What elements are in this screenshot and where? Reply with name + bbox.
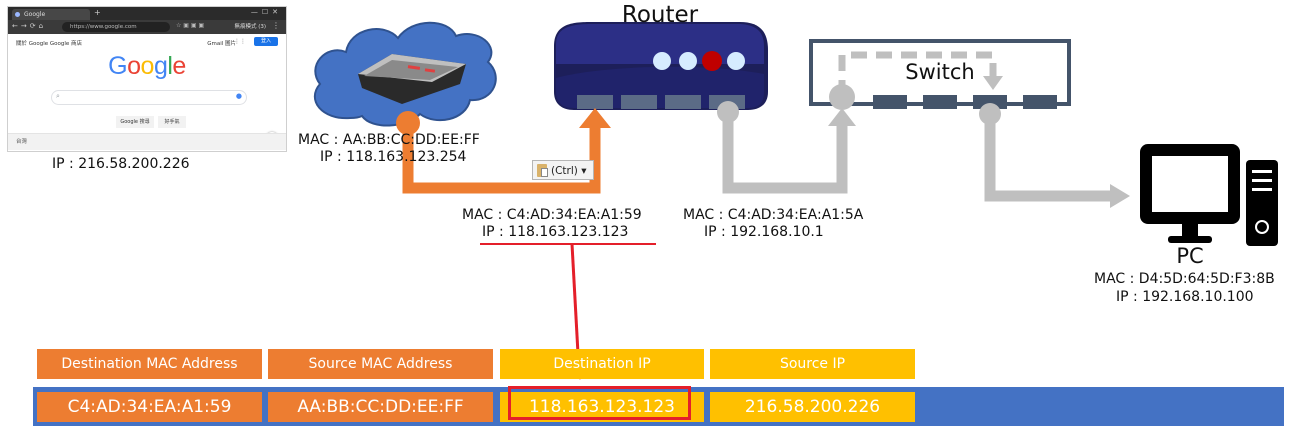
header-destination-ip: Destination IP <box>500 349 704 379</box>
new-tab-icon[interactable]: + <box>94 8 101 17</box>
microphone-icon[interactable]: ● <box>235 92 242 100</box>
router-wan-mac: MAC : C4:AD:34:EA:A1:59 <box>462 207 642 223</box>
google-logo: Google <box>108 52 186 80</box>
google-footer: 台灣 <box>8 133 286 150</box>
lucky-button[interactable]: 好手氣 <box>158 116 186 128</box>
browser-window: Google + —☐✕ ←→⟳⌂ https://www.google.com… <box>7 6 287 152</box>
switch-icon <box>809 39 1071 109</box>
value-destination-mac: C4:AD:34:EA:A1:59 <box>37 392 262 422</box>
browser-tab-bar: Google + —☐✕ <box>8 7 286 20</box>
google-search-button[interactable]: Google 搜尋 <box>116 116 154 128</box>
google-top-links-right[interactable]: Gmail 圖片 <box>207 41 236 47</box>
header-source-ip: Source IP <box>710 349 915 379</box>
router-wan-ip: IP : 118.163.123.123 <box>482 224 629 240</box>
paste-options-label: (Ctrl) ▾ <box>551 165 587 177</box>
destination-ip-highlight <box>508 386 691 420</box>
browser-tab-title: Google <box>24 11 46 18</box>
modem-ip: IP : 118.163.123.254 <box>320 149 467 165</box>
paste-options-tag[interactable]: (Ctrl) ▾ <box>532 160 594 180</box>
value-source-ip: 216.58.200.226 <box>710 392 915 422</box>
header-destination-mac: Destination MAC Address <box>37 349 262 379</box>
pc-icon <box>1140 144 1278 246</box>
apps-grid-icon[interactable]: ⋮⋮ <box>234 38 246 45</box>
nav-buttons-icon[interactable]: ←→⟳⌂ <box>12 22 47 30</box>
router-icon <box>554 22 768 110</box>
switch-title: Switch <box>905 60 975 84</box>
browser-toolbar: ←→⟳⌂ https://www.google.com ☆ ▣ ▣ ▣ 無痕模式… <box>8 20 286 34</box>
clipboard-icon <box>537 164 548 177</box>
window-controls-icon[interactable]: —☐✕ <box>250 8 282 16</box>
google-search-input[interactable]: ⌕ ● <box>51 90 247 105</box>
search-icon: ⌕ <box>56 92 60 100</box>
orange-cable <box>396 108 611 194</box>
browser-tab[interactable]: Google <box>12 9 90 20</box>
router-lan-mac: MAC : C4:AD:34:EA:A1:5A <box>683 207 864 223</box>
pc-mac: MAC : D4:5D:64:5D:F3:8B <box>1094 271 1275 287</box>
pc-ip: IP : 192.168.10.100 <box>1116 289 1254 305</box>
router-switch-cable <box>717 84 856 194</box>
account-label[interactable]: 無痕模式 (3) <box>234 24 266 30</box>
extensions-icon[interactable]: ☆ ▣ ▣ ▣ <box>176 22 205 29</box>
router-lan-ip: IP : 192.168.10.1 <box>704 224 824 240</box>
google-top-links-left[interactable]: 關於 Google Google 商店 <box>16 41 83 47</box>
switch-pc-cable <box>979 103 1130 208</box>
favicon-icon <box>15 12 20 17</box>
login-button[interactable]: 登入 <box>254 37 278 46</box>
header-source-mac: Source MAC Address <box>268 349 493 379</box>
router-title: Router <box>621 2 699 28</box>
modem-mac: MAC : AA:BB:CC:DD:EE:FF <box>298 132 480 148</box>
menu-icon[interactable]: ⋮ <box>272 21 280 30</box>
value-source-mac: AA:BB:CC:DD:EE:FF <box>268 392 493 422</box>
browser-page: 關於 Google Google 商店 Gmail 圖片 ⋮⋮ 登入 Googl… <box>8 34 286 150</box>
server-ip: IP : 216.58.200.226 <box>52 156 190 172</box>
address-bar[interactable]: https://www.google.com <box>62 22 170 32</box>
modem-icon <box>358 54 466 104</box>
pc-title: PC <box>1176 244 1204 268</box>
